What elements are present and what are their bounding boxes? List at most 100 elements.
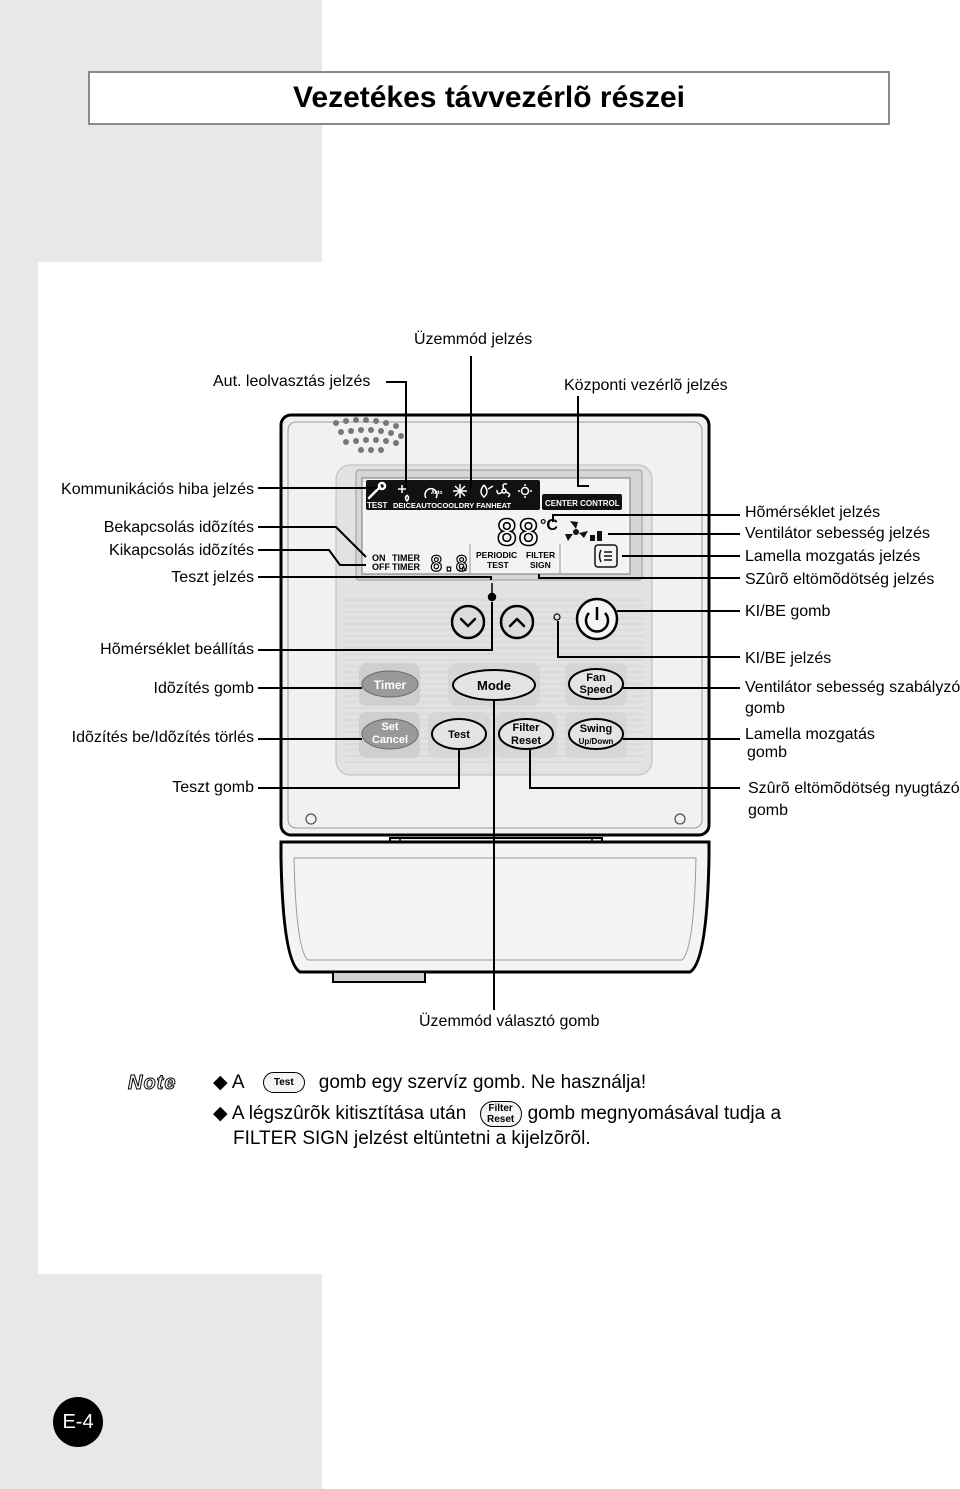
- label-mode-select-button: Üzemmód választó gomb: [419, 1013, 600, 1030]
- lcd-on-text: ON: [372, 553, 386, 563]
- label-central-control: Központi vezérlõ jelzés: [564, 377, 728, 394]
- power-icon: [584, 612, 610, 633]
- label-louver-display: Lamella mozgatás jelzés: [745, 548, 921, 565]
- note-line-1-pre: A: [231, 1072, 244, 1093]
- chevron-down-icon: [459, 617, 477, 628]
- speaker-grille-icon: [333, 417, 404, 453]
- cool-icon: [453, 484, 467, 498]
- note-line-1-post: gomb egy szervíz gomb. Ne használja!: [318, 1072, 647, 1093]
- timer-button[interactable]: Timer: [359, 663, 420, 706]
- lcd-temp-digits: 88: [496, 513, 539, 554]
- note-line-3: FILTER SIGN jelzést eltüntetni a kijelzõ…: [233, 1128, 591, 1149]
- note-line-1: ◆ A Test gomb egy szervíz gomb. Ne haszná…: [213, 1072, 646, 1094]
- lcd-center-control-text: CENTER CONTROL: [545, 499, 620, 508]
- auto-mode-icon: [424, 488, 438, 499]
- label-power-indicator: KI/BE jelzés: [745, 650, 832, 667]
- background-gray-bottom: [0, 1274, 322, 1489]
- timer-button-label: Timer: [374, 678, 407, 692]
- fan-icon: [496, 483, 511, 498]
- page-number: E-4: [53, 1397, 103, 1447]
- label-off-timer: Kikapcsolás idõzítés: [109, 542, 254, 559]
- set-cancel-button[interactable]: Set Cancel: [359, 712, 420, 758]
- label-fan-speed-button-1: Ventilátor sebesség szabályzó: [745, 679, 960, 696]
- background-gray-left: [0, 262, 38, 1274]
- lcd-modes-text: DEICEAUTOCOOLDRY FANHEAT: [393, 501, 511, 510]
- label-test-button: Teszt gomb: [172, 779, 254, 796]
- wrench-icon: [367, 481, 387, 500]
- lcd-hr-text: Hr.: [459, 567, 467, 573]
- label-temp-setting: Hõmérséklet beállítás: [100, 641, 254, 658]
- filter-reset-button[interactable]: Filter Reset: [495, 712, 557, 758]
- lcd-timer-text-2: TIMER: [392, 562, 420, 572]
- mode-icons: [398, 483, 532, 503]
- note-heading: Note: [127, 1072, 177, 1095]
- fan-speed-display-icon: [565, 521, 602, 541]
- note-pill-filter: Filter: [488, 1103, 513, 1114]
- dry-icon: [480, 484, 494, 498]
- label-test-indicator: Teszt jelzés: [171, 569, 254, 586]
- swing-button-label: Swing: [580, 723, 612, 735]
- power-button[interactable]: [575, 597, 619, 641]
- speed-button-label: Speed: [579, 684, 612, 696]
- label-on-timer: Bekapcsolás idõzítés: [103, 519, 254, 536]
- label-timer-button: Idõzítés gomb: [153, 680, 255, 697]
- set-button-label: Set: [381, 721, 398, 733]
- lcd-sign-text: SIGN: [530, 560, 551, 570]
- note-test-pill: Test: [262, 1072, 305, 1094]
- power-led-icon: [553, 613, 561, 621]
- lcd-off-text: OFF: [372, 562, 390, 572]
- heat-icon: [518, 484, 532, 498]
- label-timer-set-cancel: Idõzítés be/Idõzítés törlés: [71, 729, 254, 746]
- label-fan-speed-display: Ventilátor sebesség jelzés: [745, 525, 930, 542]
- label-comm-error: Kommunikációs hiba jelzés: [61, 481, 254, 498]
- diamond-bullet-icon: ◆: [213, 1072, 228, 1093]
- label-filter-reset-button-1: Szûrõ eltömõdötség nyugtázó: [748, 780, 960, 797]
- label-filter-display: SZûrõ eltömõdötség jelzés: [745, 571, 935, 588]
- updown-button-label: Up/Down: [579, 737, 614, 746]
- leader-lines: [258, 356, 740, 1010]
- label-temp-display: Hõmérséklet jelzés: [745, 504, 881, 521]
- lcd-filter-text: FILTER: [526, 550, 555, 560]
- chevron-up-icon: [508, 617, 526, 628]
- swing-button[interactable]: Swing Up/Down: [565, 712, 627, 758]
- temp-down-button[interactable]: [450, 604, 486, 640]
- label-fan-speed-button-2: gomb: [745, 700, 786, 717]
- lcd-timer-text-1: TIMER: [392, 553, 420, 563]
- label-mode-indicator: Üzemmód jelzés: [414, 331, 533, 348]
- note-line-2-post: gomb megnyomásával tudja a: [527, 1103, 782, 1125]
- note-line-2-pre: A légszûrõk kitisztítása után: [231, 1103, 467, 1125]
- label-power-button: KI/BE gomb: [745, 603, 831, 620]
- label-filter-reset-button-2: gomb: [748, 802, 789, 819]
- label-auto-defrost: Aut. leolvasztás jelzés: [213, 373, 371, 390]
- background-gray-top: [0, 0, 322, 262]
- lcd-test2-text: TEST: [487, 560, 510, 570]
- note-pill-reset: Reset: [486, 1114, 515, 1125]
- lcd-auto-small: Auto: [431, 490, 442, 496]
- filter-button-label: Filter: [513, 722, 541, 734]
- cancel-button-label: Cancel: [372, 734, 408, 746]
- lcd-celsius: °C: [540, 517, 558, 534]
- fan-button-label: Fan: [586, 672, 606, 684]
- lcd-test-text: TEST: [367, 501, 388, 510]
- page-title: Vezetékes távvezérlõ részei: [88, 71, 890, 125]
- lcd-periodic-text: PERIODIC: [476, 550, 517, 560]
- lcd-timer-digits: 8.8: [430, 552, 468, 576]
- louver-display-icon: [594, 544, 618, 568]
- diamond-bullet-icon: ◆: [213, 1103, 228, 1125]
- fan-speed-button[interactable]: Fan Speed: [565, 663, 627, 706]
- thermometer-icon: [487, 583, 497, 602]
- screw-left-icon: [305, 813, 317, 825]
- temp-up-button[interactable]: [499, 604, 535, 640]
- defrost-icon: [398, 485, 410, 503]
- label-louver-button-1: Lamella mozgatás: [745, 726, 875, 743]
- reset-button-label: Reset: [511, 735, 541, 747]
- label-louver-button-2: gomb: [747, 744, 788, 761]
- mode-button[interactable]: Mode: [448, 663, 540, 706]
- test-button[interactable]: Test: [428, 712, 490, 758]
- mode-button-label: Mode: [477, 678, 511, 693]
- screw-right-icon: [674, 813, 686, 825]
- test-button-label: Test: [448, 729, 470, 741]
